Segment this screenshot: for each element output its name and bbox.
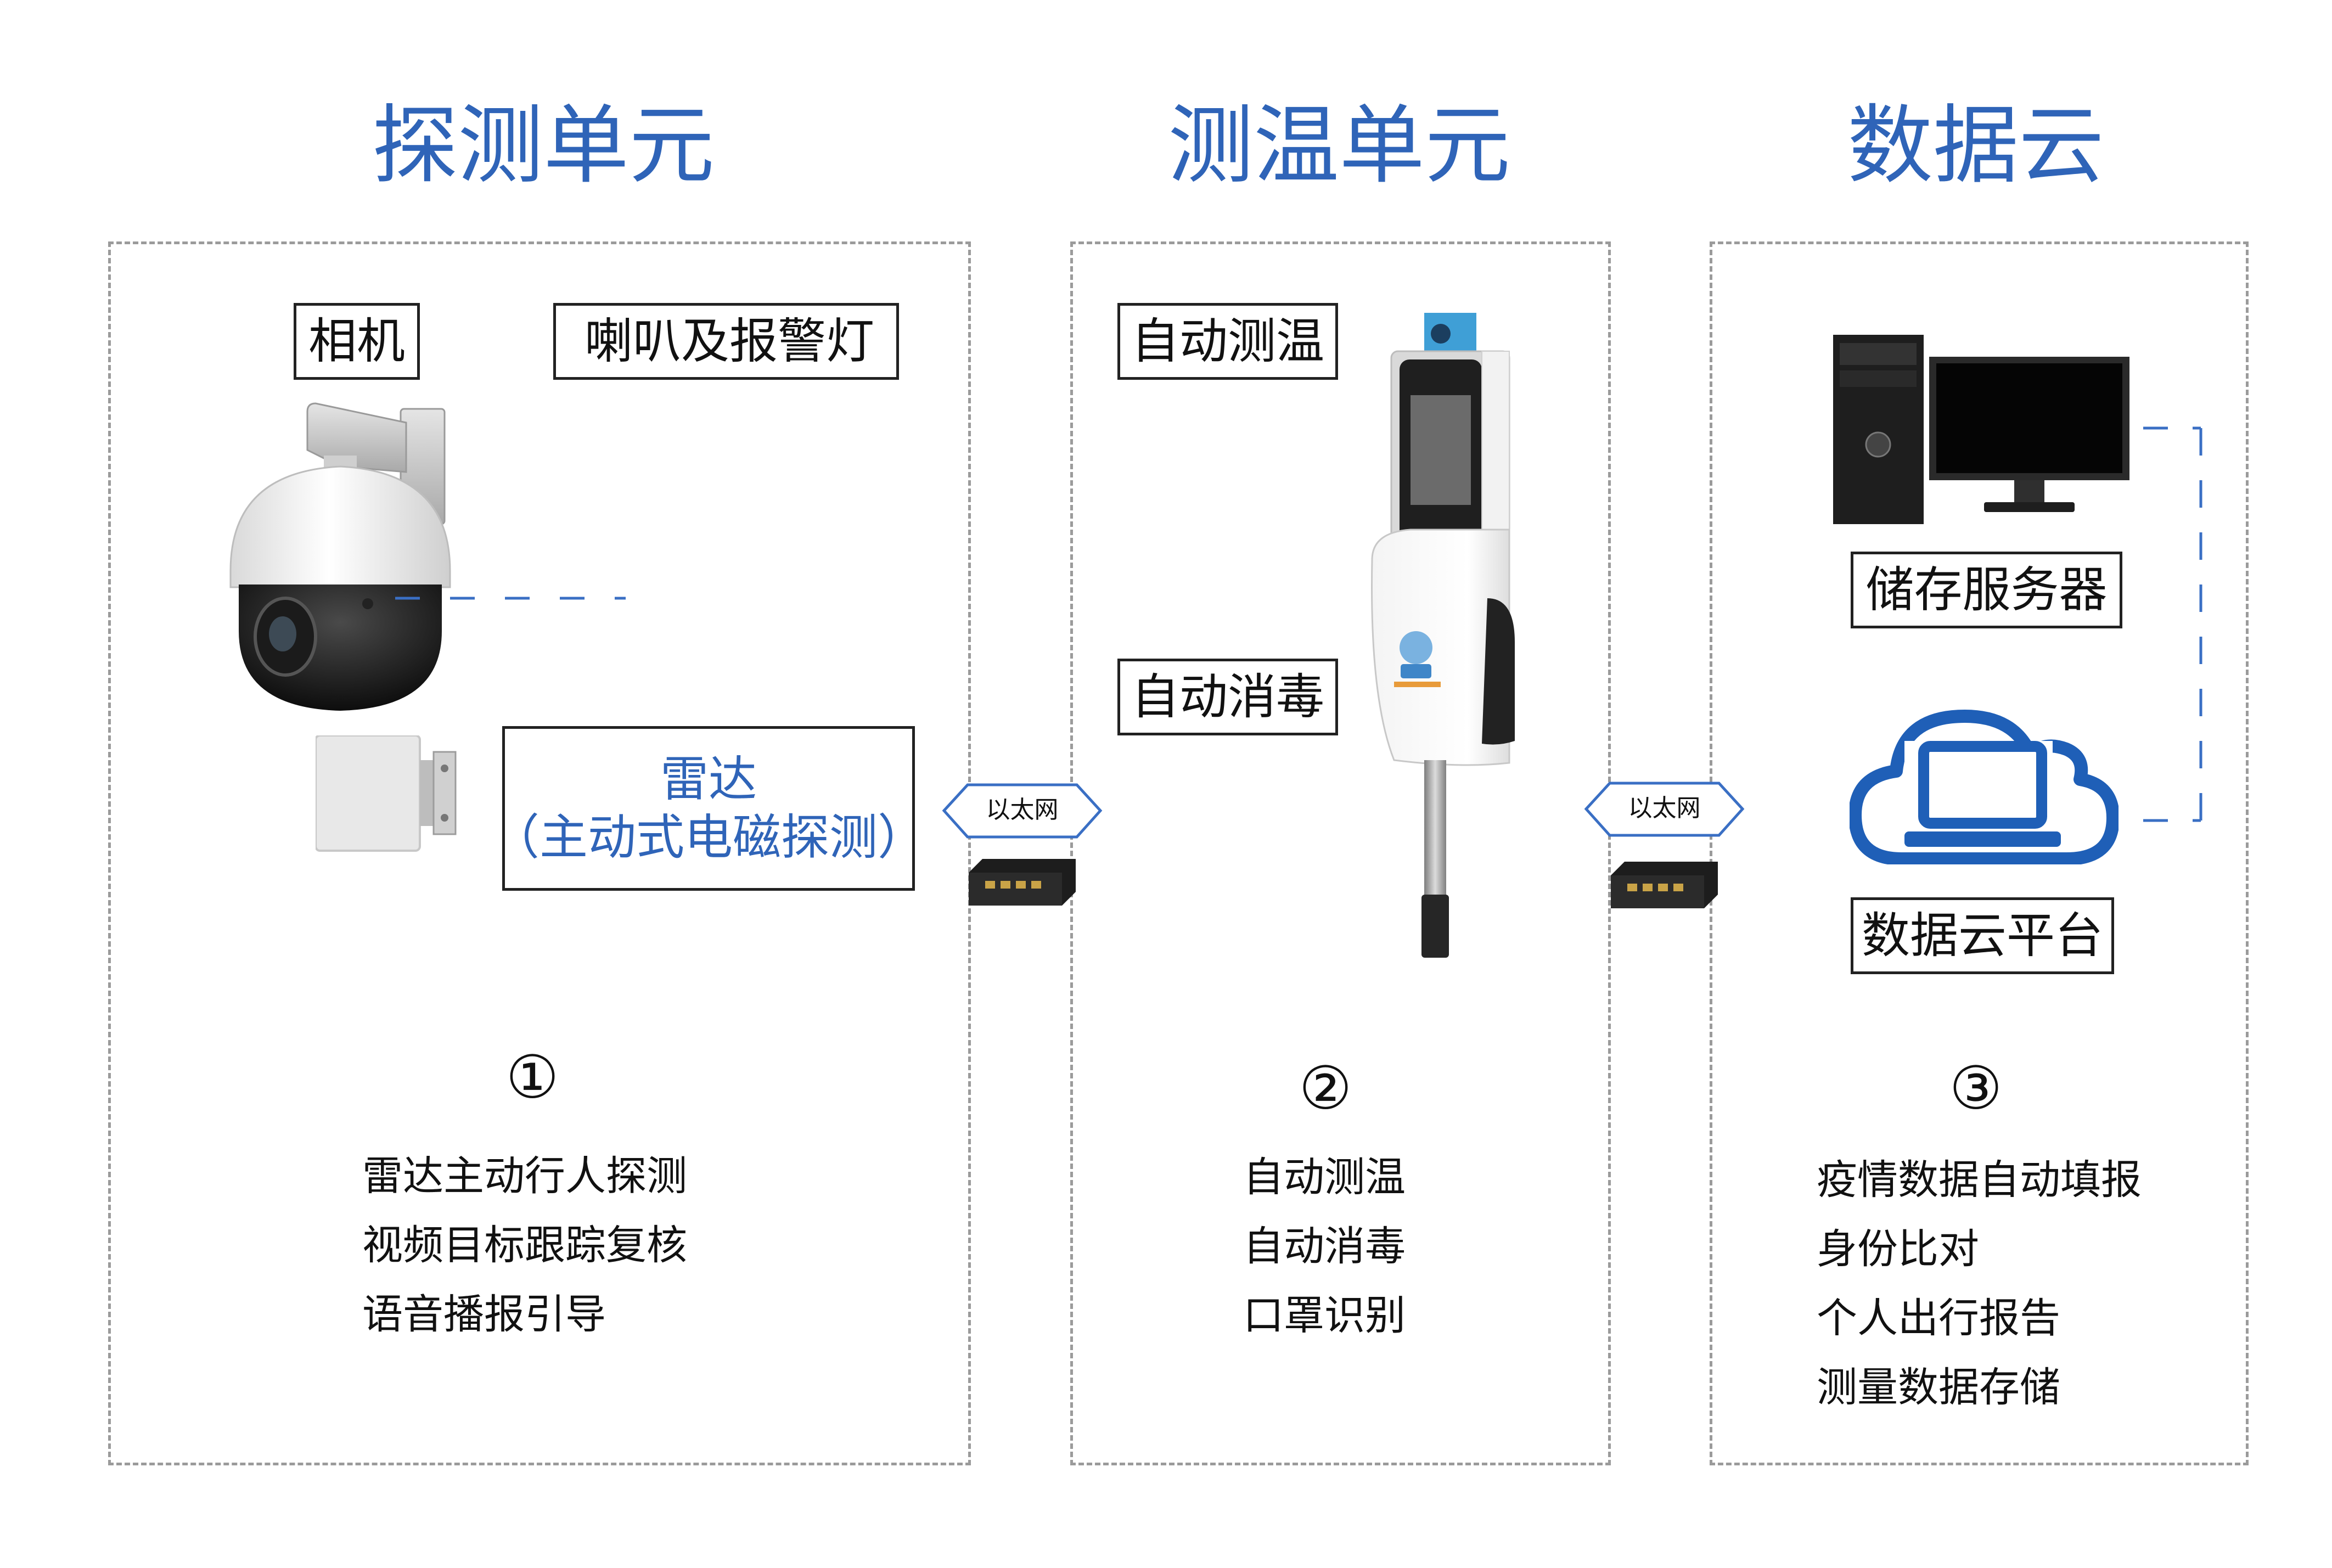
detection-unit-panel <box>108 241 971 1465</box>
feature-item: 疫情数据自动填报 <box>1817 1156 2142 1204</box>
temperature-kiosk-icon <box>1350 313 1515 960</box>
step-number-2: ② <box>1299 1054 1352 1123</box>
cloud-platform-label: 数据云平台 <box>1851 897 2114 974</box>
radar-panel-icon <box>316 735 458 856</box>
storage-server-label: 储存服务器 <box>1851 552 2122 628</box>
feature-item: 视频目标跟踪复核 <box>362 1222 687 1269</box>
feature-item: 雷达主动行人探测 <box>362 1153 687 1200</box>
detection-features-list: 雷达主动行人探测 视频目标跟踪复核 语音播报引导 <box>362 1142 687 1349</box>
radar-label-subtitle: （主动式电磁探测） <box>491 809 926 866</box>
step-number-3: ③ <box>1949 1054 2003 1123</box>
auto-disinfect-label: 自动消毒 <box>1117 659 1338 735</box>
cloud-laptop-icon <box>1850 708 2119 864</box>
ethernet-connector-1 <box>941 782 1103 840</box>
feature-item: 自动消毒 <box>1243 1223 1406 1270</box>
ethernet-switch-icon <box>969 859 1076 906</box>
step-number-1: ① <box>505 1043 559 1112</box>
camera-dashed-connector <box>395 597 626 600</box>
ptz-camera-icon <box>225 401 456 719</box>
section-title-temperature: 测温单元 <box>1168 95 1510 195</box>
temperature-features-list: 自动测温 自动消毒 口罩识别 <box>1243 1143 1406 1350</box>
desktop-computer-icon <box>1833 335 2129 524</box>
radar-label: 雷达 （主动式电磁探测） <box>491 726 926 891</box>
auto-temperature-label: 自动测温 <box>1117 303 1338 380</box>
ethernet-label-2: 以太网 <box>1628 794 1701 822</box>
feature-item: 测量数据存储 <box>1817 1364 2060 1411</box>
camera-label: 相机 <box>294 303 420 380</box>
feature-item: 自动测温 <box>1243 1154 1406 1201</box>
speaker-alarm-label: 喇叭及报警灯 <box>553 303 899 380</box>
feature-item: 身份比对 <box>1817 1226 1979 1273</box>
feature-item: 口罩识别 <box>1243 1292 1406 1339</box>
radar-label-title: 雷达 <box>660 751 757 808</box>
section-title-data-cloud: 数据云 <box>1847 95 2104 195</box>
data-cloud-features-list: 疫情数据自动填报 身份比对 个人出行报告 测量数据存储 <box>1817 1145 2142 1422</box>
ethernet-switch-icon <box>1611 862 1718 908</box>
feature-item: 语音播报引导 <box>362 1291 606 1338</box>
ethernet-connector-2 <box>1583 780 1745 838</box>
temperature-unit-panel <box>1070 241 1611 1465</box>
section-title-detection: 探测单元 <box>372 95 715 195</box>
ethernet-label-1: 以太网 <box>986 796 1059 824</box>
data-cloud-panel <box>1710 241 2249 1465</box>
feature-item: 个人出行报告 <box>1817 1295 2060 1342</box>
cloud-dashed-connector <box>2143 426 2202 822</box>
